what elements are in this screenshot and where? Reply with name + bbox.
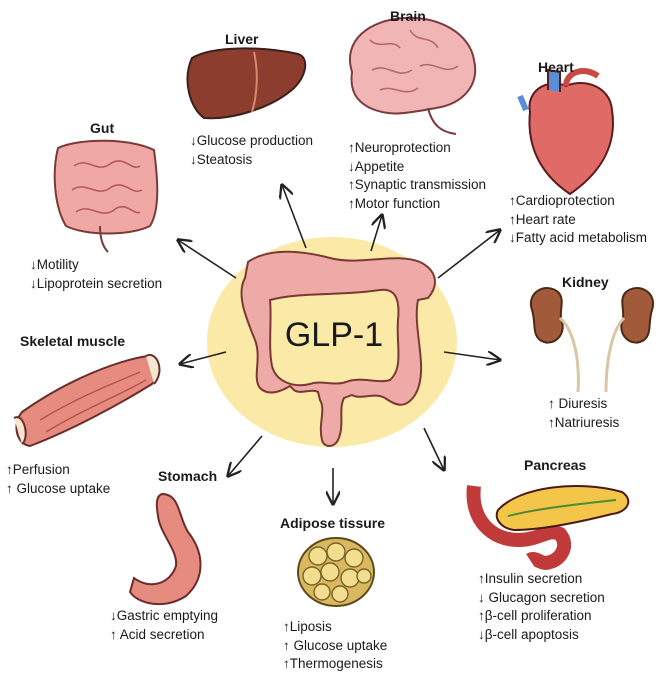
liver-title: Liver	[225, 31, 258, 47]
effect-item: ↑Thermogenesis	[283, 655, 387, 674]
skeletal-muscle-icon	[14, 355, 159, 446]
adipose-effects: ↑Liposis ↑ Glucose uptake ↑Thermogenesis	[283, 618, 387, 674]
effect-item: ↓Lipoprotein secretion	[30, 275, 162, 294]
gut-title: Gut	[90, 120, 114, 136]
effect-item: ↓ Glucagon secretion	[478, 589, 605, 608]
effect-item: ↓Glucose production	[190, 132, 313, 151]
arrow-to-liver	[282, 185, 306, 248]
effect-item: ↑ Glucose uptake	[283, 637, 387, 656]
gut-effects: ↓Motility ↓Lipoprotein secretion	[30, 256, 162, 293]
effect-item: ↓β-cell apoptosis	[478, 626, 605, 645]
heart-title: Heart	[538, 59, 574, 75]
effect-item: ↑Cardioprotection	[509, 192, 647, 211]
gut-icon	[55, 141, 158, 252]
arrow-to-pancreas	[424, 428, 444, 470]
brain-effects: ↑Neuroprotection ↓Appetite ↑Synaptic tra…	[348, 139, 486, 213]
kidney-effects: ↑ Diuresis ↑Natriuresis	[548, 395, 619, 432]
brain-title: Brain	[390, 8, 426, 24]
pancreas-title: Pancreas	[524, 457, 586, 473]
effect-item: ↑Synaptic transmission	[348, 176, 486, 195]
pancreas-icon	[474, 486, 629, 563]
effect-item: ↑Neuroprotection	[348, 139, 486, 158]
effect-item: ↑ Glucose uptake	[6, 480, 110, 499]
effect-item: ↑Motor function	[348, 195, 486, 214]
effect-item: ↑Natriuresis	[548, 414, 619, 433]
stomach-title: Stomach	[158, 468, 217, 484]
liver-icon	[188, 48, 306, 118]
adipose-tissue-icon	[298, 538, 374, 606]
brain-icon	[350, 18, 475, 134]
kidney-title: Kidney	[562, 274, 609, 290]
kidney-icon	[531, 288, 653, 392]
effect-item: ↓Fatty acid metabolism	[509, 229, 647, 248]
effect-item: ↑ Acid secretion	[110, 626, 218, 645]
arrow-to-stomach	[228, 436, 262, 476]
effect-item: ↓Gastric emptying	[110, 607, 218, 626]
skeletal-muscle-title: Skeletal muscle	[20, 333, 125, 349]
effect-item: ↑β-cell proliferation	[478, 607, 605, 626]
arrow-to-gut	[178, 240, 236, 278]
effect-item: ↓Motility	[30, 256, 162, 275]
effect-item: ↓Steatosis	[190, 151, 313, 170]
glp1-label: GLP-1	[284, 316, 384, 355]
effect-item: ↓Appetite	[348, 158, 486, 177]
effect-item: ↑Heart rate	[509, 211, 647, 230]
pancreas-effects: ↑Insulin secretion ↓ Glucagon secretion …	[478, 570, 605, 644]
stomach-icon	[130, 494, 201, 604]
effect-item: ↑Perfusion	[6, 461, 110, 480]
effect-item: ↑ Diuresis	[548, 395, 619, 414]
effect-item: ↑Liposis	[283, 618, 387, 637]
heart-effects: ↑Cardioprotection ↑Heart rate ↓Fatty aci…	[509, 192, 647, 248]
skeletal-muscle-effects: ↑Perfusion ↑ Glucose uptake	[6, 461, 110, 498]
adipose-title: Adipose tissure	[280, 515, 385, 531]
heart-icon	[520, 70, 613, 194]
effect-item: ↑Insulin secretion	[478, 570, 605, 589]
liver-effects: ↓Glucose production ↓Steatosis	[190, 132, 313, 169]
arrow-to-heart	[438, 230, 500, 278]
stomach-effects: ↓Gastric emptying ↑ Acid secretion	[110, 607, 218, 644]
